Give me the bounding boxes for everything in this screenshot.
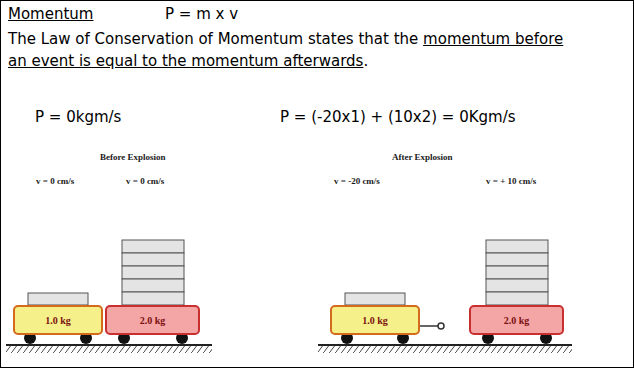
plunger <box>420 323 444 329</box>
statement-text: . <box>363 52 368 70</box>
diagram-label: v = + 10 cm/s <box>486 176 536 186</box>
statement-text: The Law of Conservation of Momentum stat… <box>8 30 418 48</box>
diagram-label: v = -20 cm/s <box>334 176 380 186</box>
formula: P = 0kgm/s <box>35 108 121 126</box>
mass-label: 2.0 kg <box>504 315 530 326</box>
title: Momentum <box>8 5 93 23</box>
formula: P = (-20x1) + (10x2) = 0Kgm/s <box>280 108 516 126</box>
diagram-label: v = 0 cm/s <box>36 176 74 186</box>
diagram-label: After Explosion <box>392 152 453 162</box>
cart: 1.0 kg <box>13 305 103 335</box>
formula: P = m x v <box>165 5 238 23</box>
mass-label: 2.0 kg <box>140 315 166 326</box>
diagram-label: v = 0 cm/s <box>126 176 164 186</box>
cart: 2.0 kg <box>105 305 200 335</box>
cart: 2.0 kg <box>469 305 564 335</box>
mass-label: 1.0 kg <box>362 315 388 326</box>
diagram-label: Before Explosion <box>100 152 166 162</box>
mass-blocks <box>28 240 548 305</box>
mass-label: 1.0 kg <box>45 315 71 326</box>
track <box>6 345 572 353</box>
cart: 1.0 kg <box>330 305 420 335</box>
law-statement: The Law of Conservation of Momentum stat… <box>8 28 568 72</box>
